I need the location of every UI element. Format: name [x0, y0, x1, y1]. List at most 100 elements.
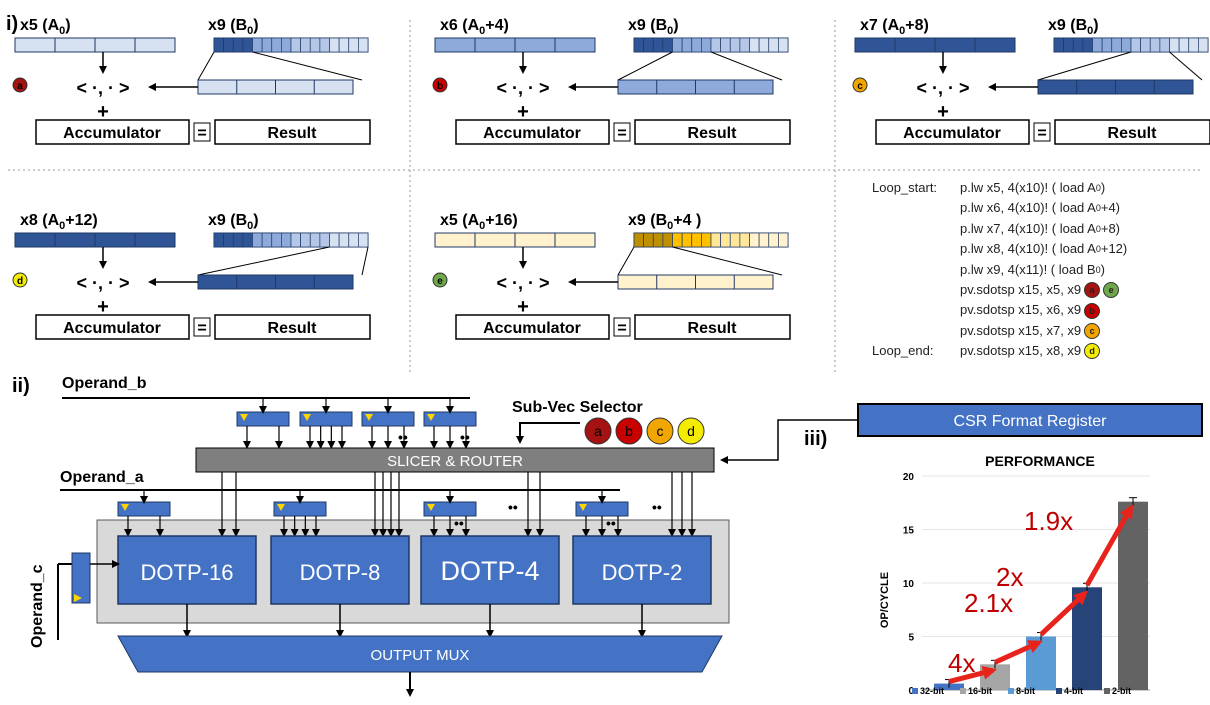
- selector-badge-letter: a: [594, 423, 602, 439]
- result-label: Result: [268, 125, 318, 142]
- code-text: pv.sdotsp x15, x6, x9: [960, 302, 1082, 318]
- result-box: [214, 119, 371, 145]
- plus-symbol: +: [517, 101, 529, 123]
- accumulator-box: [455, 119, 610, 145]
- csr-label: CSR Format Register: [954, 413, 1108, 430]
- selector-badge-c: [646, 417, 674, 445]
- code-subscript: 0: [1095, 264, 1101, 275]
- step-badge-letter: c: [857, 81, 863, 92]
- csr-format-register: [857, 403, 1203, 437]
- panel-a-label: x8 (A0+12): [20, 212, 98, 232]
- plus-symbol: +: [97, 296, 109, 318]
- output-mux-label: OUTPUT MUX: [371, 647, 470, 664]
- panel-a-label: x7 (A0+8): [860, 17, 929, 37]
- section-label-i: i): [6, 13, 18, 35]
- panel-a-label: x5 (A0): [20, 17, 71, 37]
- step-badge-d: [12, 272, 28, 288]
- code-text-post: ): [1100, 180, 1106, 195]
- legend-entry: 8-bit: [1016, 686, 1035, 696]
- code-text: p.lw x9, 4(x11)! ( load B: [960, 261, 1096, 277]
- operand-c-label: Operand_c: [29, 564, 46, 648]
- panel-a-label: x6 (A0+4): [440, 17, 509, 37]
- legend-swatch: [912, 688, 918, 694]
- equals-label: =: [617, 320, 626, 337]
- panel-b: x6 (A0+4)x9 (B0)< ·, · >+bAccumulator=Re…: [432, 17, 791, 145]
- legend-entry: 4-bit: [1064, 686, 1083, 696]
- panel-a-label: x5 (A0+16): [440, 212, 518, 232]
- accumulator-label: Accumulator: [63, 320, 161, 337]
- dotp-unit-label: DOTP-16: [141, 560, 234, 585]
- speedup-annotation: 2x: [996, 562, 1023, 592]
- panel-b-label: x9 (B0): [1048, 17, 1099, 37]
- dotp-unit-label: DOTP-8: [300, 560, 381, 585]
- svg-text:••: ••: [460, 429, 470, 445]
- legend-entry: 2-bit: [1112, 686, 1131, 696]
- dotp-unit-label: DOTP-2: [602, 560, 683, 585]
- accumulator-box: [875, 119, 1030, 145]
- code-text: p.lw x7, 4(x10)! ( load A: [960, 220, 1096, 236]
- speedup-annotation: 4x: [948, 648, 975, 678]
- dotp-unit-1: [117, 535, 257, 605]
- code-text: pv.sdotsp x15, x5, x9: [960, 281, 1082, 297]
- code-text: p.lw x8, 4(x10)! ( load A: [960, 241, 1096, 257]
- svg-text:••: ••: [508, 499, 518, 515]
- y-tick-label: 10: [903, 579, 915, 590]
- panel-b-label: x9 (B0+4 ): [628, 212, 701, 232]
- code-text-post: +8): [1100, 220, 1121, 236]
- legend-swatch: [960, 688, 966, 694]
- step-badge-d: d: [1084, 343, 1101, 360]
- selector-badge-letter: c: [657, 423, 664, 439]
- slicer-router: [195, 447, 715, 473]
- operand-a-label: Operand_a: [60, 469, 144, 486]
- result-label: Result: [1108, 125, 1158, 142]
- code-subscript: 0: [1095, 203, 1101, 214]
- dot-product-symbol: < ·, · >: [76, 273, 129, 293]
- y-axis-label: OP/CYCLE: [879, 572, 891, 628]
- operand-c-register: [71, 552, 91, 604]
- svg-text:••: ••: [652, 499, 662, 515]
- result-box: [214, 314, 371, 340]
- section-label-iii: iii): [804, 428, 827, 450]
- panel-d: x8 (A0+12)x9 (B0)< ·, · >+dAccumulator=R…: [12, 212, 371, 340]
- svg-text:••: ••: [398, 429, 408, 445]
- code-text: pv.sdotsp x15, x8, x9: [960, 343, 1082, 359]
- speedup-arrow: [948, 666, 997, 685]
- code-subscript: 0: [1095, 223, 1101, 234]
- legend-swatch: [1104, 688, 1110, 694]
- operand-b-label: Operand_b: [62, 375, 147, 392]
- y-tick-label: 5: [908, 633, 914, 644]
- step-badge-letter: d: [17, 276, 23, 287]
- result-label: Result: [688, 320, 738, 337]
- step-badge-e: e: [1103, 282, 1120, 299]
- dot-product-symbol: < ·, · >: [916, 78, 969, 98]
- panel-b-label: x9 (B0): [208, 212, 259, 232]
- equals-label: =: [1037, 125, 1046, 142]
- plus-symbol: +: [517, 296, 529, 318]
- code-subscript: 0: [1095, 183, 1101, 193]
- dotp-unit-4: [572, 535, 712, 605]
- dotp-unit-2: [270, 535, 410, 605]
- step-badge-letter: b: [437, 81, 443, 92]
- code-text-post: ): [1100, 261, 1105, 277]
- dotp-unit-label: DOTP-4: [440, 556, 539, 586]
- equals-label: =: [197, 125, 206, 142]
- step-badge-a: [12, 77, 28, 93]
- selector-badge-b: [615, 417, 643, 445]
- accumulator-box: [35, 119, 190, 145]
- panel-e: x5 (A0+16)x9 (B0+4 )< ·, · >+eAccumulato…: [432, 212, 791, 340]
- code-text: p.lw x6, 4(x10)! ( load A: [960, 200, 1096, 216]
- selector-badge-a: [584, 417, 612, 445]
- subvec-label: Sub-Vec Selector: [512, 399, 643, 416]
- result-box: [634, 314, 791, 340]
- speedup-arrow: [1039, 590, 1088, 637]
- dot-product-symbol: < ·, · >: [76, 78, 129, 98]
- legend-entry: 32-bit: [920, 686, 944, 696]
- step-badge-c: [852, 77, 868, 93]
